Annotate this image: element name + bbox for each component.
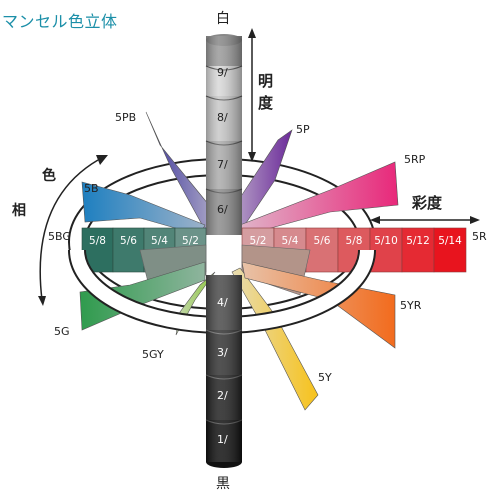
black-label: 黒 [216, 476, 230, 492]
value-label-2: 度 [258, 94, 274, 112]
page-title: マンセル色立体 [2, 12, 118, 31]
chroma-arrow [370, 216, 480, 224]
hue-fins-back [81, 111, 399, 236]
red-chip [305, 227, 339, 273]
value-axis-bottom [205, 275, 243, 468]
red-chip-label: 5/8 [346, 235, 363, 247]
value-1: 1/ [217, 433, 228, 446]
bluegreen-chip-label: 5/8 [89, 235, 106, 247]
hue-5pb: 5PB [115, 111, 136, 124]
chroma-label: 彩度 [411, 194, 443, 212]
white-label: 白 [216, 11, 230, 27]
bluegreen-chip-label: 5/2 [182, 235, 199, 247]
red-chip-label: 5/6 [314, 235, 331, 247]
value-4: 4/ [217, 296, 228, 309]
hue-5gy: 5GY [142, 348, 164, 361]
hue-arrow [38, 155, 108, 306]
value-8: 8/ [217, 111, 228, 124]
hue-5r: 5R [472, 230, 487, 243]
value-2: 2/ [217, 389, 228, 402]
hue-5rp: 5RP [404, 153, 426, 166]
red-chip-label: 5/12 [406, 235, 430, 247]
hue-5y: 5Y [318, 371, 332, 384]
fin-5yr [241, 261, 396, 349]
value-6: 6/ [217, 203, 228, 216]
value-step-labels: 9/ 8/ 7/ 6/ 4/ 3/ 2/ 1/ [217, 66, 228, 446]
value-label-1: 明 [258, 72, 273, 90]
bluegreen-chip-label: 5/4 [151, 235, 168, 247]
hue-label-2: 相 [12, 202, 26, 219]
value-arrow [248, 28, 256, 162]
red-chip-label: 5/14 [438, 235, 462, 247]
hue-label-1: 色 [42, 167, 56, 184]
value-9: 9/ [217, 66, 228, 79]
value-3: 3/ [217, 346, 228, 359]
red-chip-label: 5/10 [374, 235, 398, 247]
hue-5bg: 5BG [48, 230, 71, 243]
bluegreen-chip-label: 5/6 [120, 235, 137, 247]
hue-labels: 5PB 5P 5RP 5B 5BG 5R 5YR 5G 5GY 5Y [48, 111, 487, 384]
red-chip [401, 227, 435, 273]
value-7: 7/ [217, 158, 228, 171]
red-chip-label: 5/2 [250, 235, 267, 247]
red-chip [433, 227, 467, 273]
bluegreen-chip [112, 227, 145, 273]
hue-5b: 5B [84, 182, 99, 195]
fin-5g [79, 261, 206, 331]
value-axis-top [205, 34, 243, 235]
red-chip-label: 5/4 [282, 235, 299, 247]
hue-5p: 5P [296, 123, 310, 136]
hue-5yr: 5YR [400, 299, 422, 312]
hue-5g: 5G [54, 325, 70, 338]
